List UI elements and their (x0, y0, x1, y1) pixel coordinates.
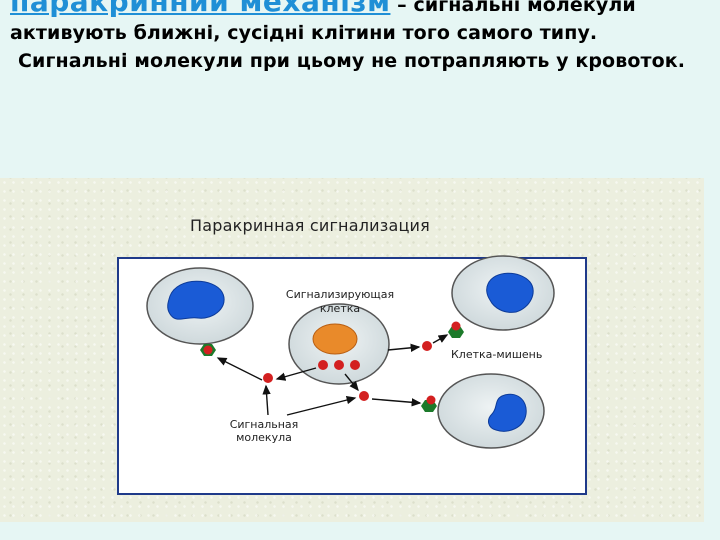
dash: – (397, 0, 407, 16)
target-cell-top-right (451, 255, 555, 331)
signal-arrows (216, 334, 449, 416)
secretory-vesicle (334, 360, 344, 370)
signal-molecule (359, 391, 369, 401)
nucleus-left (167, 280, 225, 320)
nucleus-top-right (486, 272, 534, 313)
label-signal-molecule-1: Сигнальная (230, 418, 299, 431)
label-target-cell: Клетка-мишень (451, 348, 542, 361)
signaling-cell (288, 303, 390, 385)
term-paracrine: паракринний механізм (10, 0, 391, 18)
secretory-vesicle (318, 360, 328, 370)
receptor-top-right (448, 321, 464, 338)
receptor-bottom-right (421, 395, 437, 412)
note-text: Сигнальні молекули при цьому не потрапля… (18, 50, 686, 72)
diagram-svg: Сигнализирующая клетка Клетка-мишень Сиг… (117, 255, 587, 495)
secretory-vesicle (350, 360, 360, 370)
signal-molecule (422, 341, 432, 351)
nucleus-bottom-right (488, 393, 527, 432)
diagram-title: Паракринная сигнализация (190, 216, 430, 235)
label-signal-molecule-2: молекула (236, 431, 292, 444)
receptor-left (200, 344, 216, 356)
definition-text: сигнальні молекули активують ближні, сус… (10, 0, 636, 44)
label-signaling-cell-1: Сигнализирующая (286, 288, 394, 301)
target-cell-left (146, 267, 254, 345)
nucleus-orange (312, 323, 358, 355)
signal-molecule (263, 373, 273, 383)
label-signaling-cell-2: клетка (320, 302, 360, 315)
description-text: паракринний механізм – сигнальні молекул… (10, 0, 715, 75)
target-cell-bottom-right (437, 373, 545, 449)
paragraph-definition: паракринний механізм – сигнальні молекул… (10, 0, 715, 47)
paracrine-diagram: Паракринная сигнализация (0, 178, 704, 522)
